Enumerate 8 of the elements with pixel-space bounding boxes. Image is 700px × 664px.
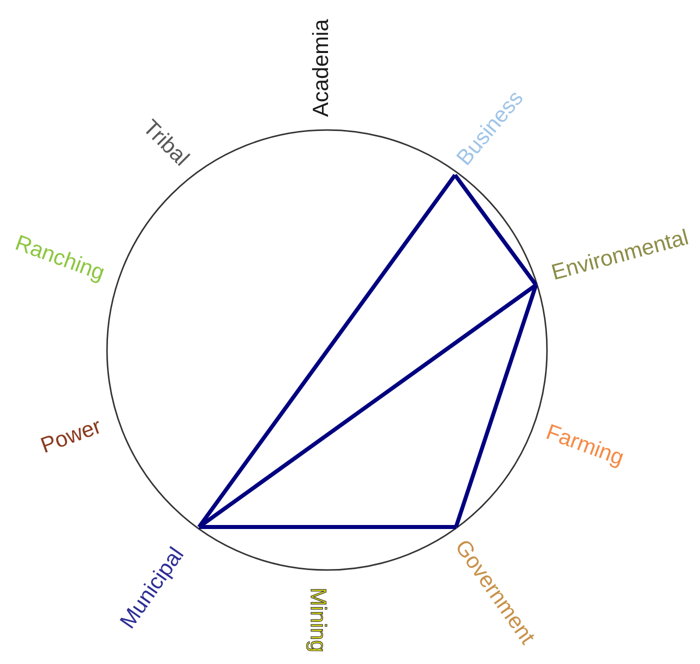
sector-label: Mining xyxy=(307,588,329,652)
sector-label: Academia xyxy=(310,19,332,117)
connector-line xyxy=(454,284,538,528)
sector-label: Power xyxy=(38,415,104,457)
connector-line xyxy=(199,525,456,529)
connector-line xyxy=(197,174,457,528)
connector-line xyxy=(453,174,538,286)
connector-line xyxy=(198,283,538,529)
